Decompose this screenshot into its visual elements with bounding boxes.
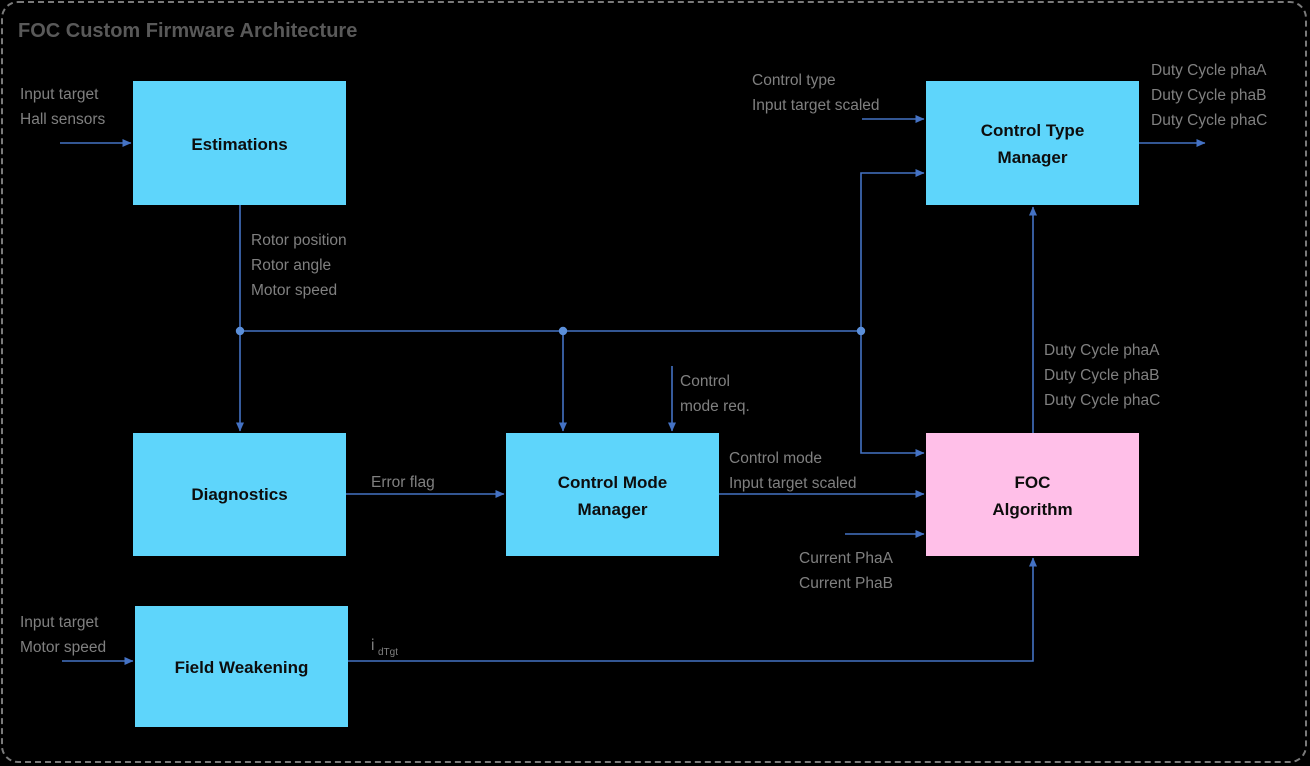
label-estimations-out-2: Rotor angle bbox=[251, 257, 331, 274]
label-estimations-out-1: Rotor position bbox=[251, 232, 347, 249]
label-control-type-out-3: Duty Cycle phaC bbox=[1151, 112, 1267, 129]
block-foc-algorithm-label-2: Algorithm bbox=[992, 500, 1072, 519]
wire-junction-dot-estimations bbox=[235, 326, 245, 336]
block-control-mode-manager-label-2: Manager bbox=[578, 500, 648, 519]
block-diagnostics-rect[interactable] bbox=[133, 433, 346, 556]
block-estimations-rect[interactable] bbox=[133, 81, 346, 205]
block-control-mode-manager[interactable]: Control Mode Manager bbox=[506, 433, 719, 556]
label-estimations-in-1: Input target bbox=[20, 86, 99, 103]
label-control-type-out-1: Duty Cycle phaA bbox=[1151, 62, 1267, 79]
wire-junction-dot-right bbox=[856, 326, 866, 336]
label-control-mode-req-1: Control bbox=[680, 373, 730, 390]
label-estimations-out-3: Motor speed bbox=[251, 282, 337, 299]
block-foc-algorithm[interactable]: FOC Algorithm bbox=[926, 433, 1139, 556]
block-estimations[interactable]: Estimations bbox=[133, 81, 346, 205]
block-diagnostics[interactable]: Diagnostics bbox=[133, 433, 346, 556]
label-idtgt-base: i bbox=[371, 637, 374, 654]
label-foc-out-3: Duty Cycle phaC bbox=[1044, 392, 1160, 409]
block-field-weakening-label: Field Weakening bbox=[175, 658, 309, 677]
label-idtgt: i dTgt bbox=[371, 637, 398, 658]
block-control-type-manager-rect[interactable] bbox=[926, 81, 1139, 205]
label-foc-out-1: Duty Cycle phaA bbox=[1044, 342, 1160, 359]
label-estimations-in-2: Hall sensors bbox=[20, 111, 106, 128]
label-control-mode-out-1: Control mode bbox=[729, 450, 822, 467]
block-control-mode-manager-label-1: Control Mode bbox=[558, 473, 668, 492]
label-control-mode-out-2: Input target scaled bbox=[729, 475, 857, 492]
wire-junction-dot-control-mode bbox=[558, 326, 568, 336]
label-control-mode-req-2: mode req. bbox=[680, 398, 750, 415]
block-foc-algorithm-label-1: FOC bbox=[1015, 473, 1051, 492]
wire-bus-to-control-type bbox=[860, 169, 925, 331]
label-current-phab: Current PhaB bbox=[799, 575, 893, 592]
page-title: FOC Custom Firmware Architecture bbox=[18, 20, 357, 42]
label-field-weakening-in-1: Input target bbox=[20, 614, 99, 631]
label-field-weakening-in-2: Motor speed bbox=[20, 639, 106, 656]
block-estimations-label: Estimations bbox=[191, 135, 287, 154]
wire-bus-to-foc-algorithm bbox=[860, 331, 925, 457]
label-control-type-in-1: Control type bbox=[752, 72, 836, 89]
label-control-type-out-2: Duty Cycle phaB bbox=[1151, 87, 1266, 104]
label-error-flag: Error flag bbox=[371, 474, 435, 491]
block-field-weakening-rect[interactable] bbox=[135, 606, 348, 727]
wire-idtgt-to-foc bbox=[348, 557, 1037, 662]
block-control-type-manager-label-1: Control Type bbox=[981, 121, 1085, 140]
label-current-phaa: Current PhaA bbox=[799, 550, 894, 567]
block-control-type-manager-label-2: Manager bbox=[998, 148, 1068, 167]
block-control-type-manager[interactable]: Control Type Manager bbox=[926, 81, 1139, 205]
label-foc-out-2: Duty Cycle phaB bbox=[1044, 367, 1159, 384]
block-field-weakening[interactable]: Field Weakening bbox=[135, 606, 348, 727]
block-foc-algorithm-rect[interactable] bbox=[926, 433, 1139, 556]
block-control-mode-manager-rect[interactable] bbox=[506, 433, 719, 556]
label-control-type-in-2: Input target scaled bbox=[752, 97, 880, 114]
block-diagnostics-label: Diagnostics bbox=[191, 485, 287, 504]
label-idtgt-subscript: dTgt bbox=[378, 647, 398, 658]
